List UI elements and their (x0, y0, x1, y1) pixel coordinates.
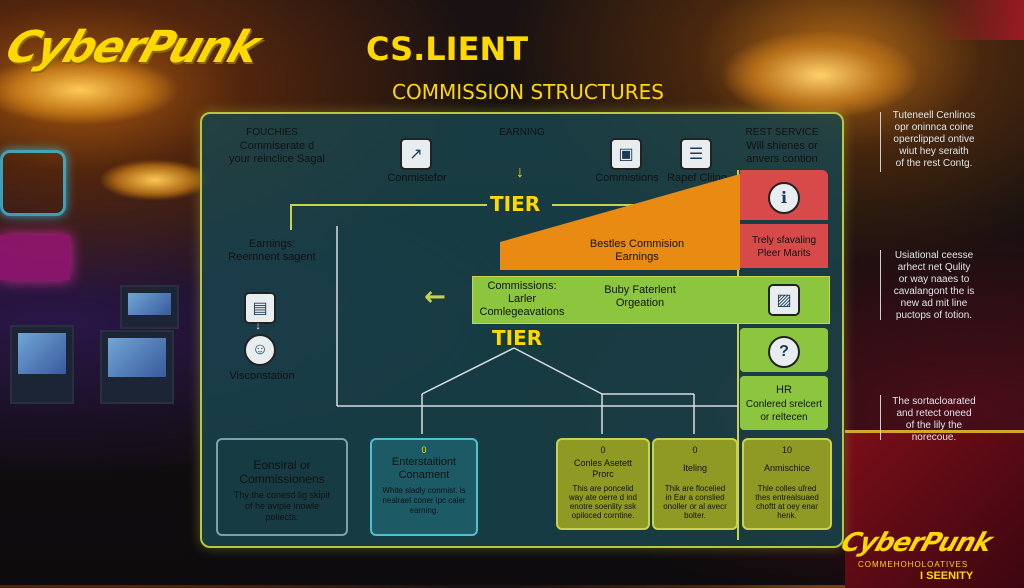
col-left-title: FOUCHIES (246, 127, 298, 138)
neon-strip-right (930, 0, 1024, 40)
small-arrow-icon: ↓ (255, 320, 261, 332)
card-number: 0 (600, 445, 606, 455)
slot-machine (10, 325, 74, 404)
question-icon: ? (768, 336, 800, 368)
hr-title: HR (776, 384, 792, 396)
card-number: 0 (692, 445, 698, 455)
brand-title: CS.LIENT (366, 30, 529, 68)
side-divider (880, 395, 881, 440)
card-title: Anmischice (763, 463, 810, 473)
card-iteling[interactable]: 0 Iteling Thik are flocelied in Ear a co… (652, 438, 738, 530)
slot-machine (100, 330, 174, 404)
connector-line (292, 204, 487, 206)
icon2-label: Commistions (595, 172, 659, 184)
side-note-1: Tuteneell Cenlinos opr oninnca coine ope… (892, 110, 976, 169)
stack-icon: ☰ (680, 138, 712, 170)
commission-board: FOUCHIES Commiserate d your reinclice Sa… (200, 112, 844, 548)
footer-logo: CyberPunk (837, 528, 996, 558)
icon3-label: Rapef Cliing (667, 172, 727, 184)
orange-band-text: Bestles Commision Earnings (589, 238, 685, 263)
left-arrow-icon: ← (424, 282, 446, 312)
card-asset[interactable]: 0 Conles Asetett Prorc This are poncelid… (556, 438, 650, 530)
tree-connectors (336, 226, 738, 434)
hr-box (740, 376, 828, 430)
col-right-sub: Will shienes or anvers contion (746, 140, 818, 165)
folder-icon: ▣ (610, 138, 642, 170)
ceiling-lamp-mid (100, 160, 210, 200)
card-text: Thy the conesd lig skipit of he aviple i… (233, 490, 331, 522)
card-commissions[interactable]: Eonsiral or Commissionens Thy the conesd… (216, 438, 348, 536)
card-number: 0 (421, 445, 427, 455)
ceiling-lamp-right (720, 30, 920, 120)
footer-logo-line2: COMMEHOHOLOATIVES (858, 560, 969, 569)
tier-label-1: TIER (490, 192, 541, 216)
image-icon: ▨ (768, 284, 800, 316)
slot-machine (120, 285, 179, 329)
orange-earnings-band (500, 174, 740, 270)
col-mid-title: EARNING (499, 127, 545, 138)
neon-sign-pink (0, 235, 70, 280)
connector-line (737, 170, 739, 540)
card-text: White sladly conmist. is nealraet coner … (382, 486, 466, 515)
hr-text: Conlered srelcert or reltecen (745, 399, 823, 423)
connector-line (552, 204, 652, 206)
card-title: Eonsiral or Commissionens (239, 458, 325, 486)
side-divider (880, 250, 881, 320)
card-title: Conles Asetett Prorc (573, 458, 633, 479)
card-anmischice[interactable]: 10 Anmischice Thle colles ufred thes ent… (742, 438, 832, 530)
card-entertainment[interactable]: 0 Enterstaitiont Conament White sladly c… (370, 438, 478, 536)
visconstation-label: Visconstation (229, 370, 295, 382)
green-band-mid-text: Buby Faterlent Orgeation (604, 284, 676, 309)
footer-logo-line3: I SEENITY (920, 570, 974, 582)
card-title: Enterstaitiont Conament (391, 456, 457, 481)
side-note-2: Usiational ceesse arhect net Qulity or w… (893, 250, 975, 321)
tier-label-2: TIER (492, 326, 543, 350)
cyberpunk-logo: CyberPunk (0, 22, 265, 73)
info-icon: ℹ (768, 182, 800, 214)
connector-line (290, 204, 292, 230)
neon-sign-left (0, 150, 66, 216)
person-icon: ☺ (244, 334, 276, 366)
ceiling-lamp-left (0, 55, 180, 125)
red-note-text: Trely sfavaling Pleer Marits (751, 235, 817, 259)
card-text: Thik are flocelied in Ear a conslied ono… (663, 484, 727, 520)
card-text: This are poncelid way ate oerre d ind en… (568, 484, 638, 520)
col-right-title: REST SERVICE (745, 127, 819, 138)
col-left-sub: Commiserate d your reinclice Sagal (229, 140, 325, 165)
red-note-box (740, 224, 828, 268)
green-band-left-text: Commissions: Larler Comlegeavations (479, 280, 565, 318)
card-title: Iteling (682, 463, 708, 473)
side-note-3: The sortacloarated and retect oneed of t… (892, 396, 976, 443)
chart-icon: ↗ (400, 138, 432, 170)
left-earnings-text: Earnings: Reernnent sagent (228, 238, 316, 263)
side-divider (880, 112, 881, 172)
document-icon: ▤ (244, 292, 276, 324)
roulette-table (845, 430, 1024, 588)
card-number: 10 (781, 445, 792, 455)
icon1-label: Conmistefor (387, 172, 447, 184)
down-arrow-icon: ↓ (516, 164, 524, 181)
card-text: Thle colles ufred thes entrealsuaed chof… (755, 484, 819, 520)
page-subtitle: COMMISSION STRUCTURES (392, 80, 664, 104)
